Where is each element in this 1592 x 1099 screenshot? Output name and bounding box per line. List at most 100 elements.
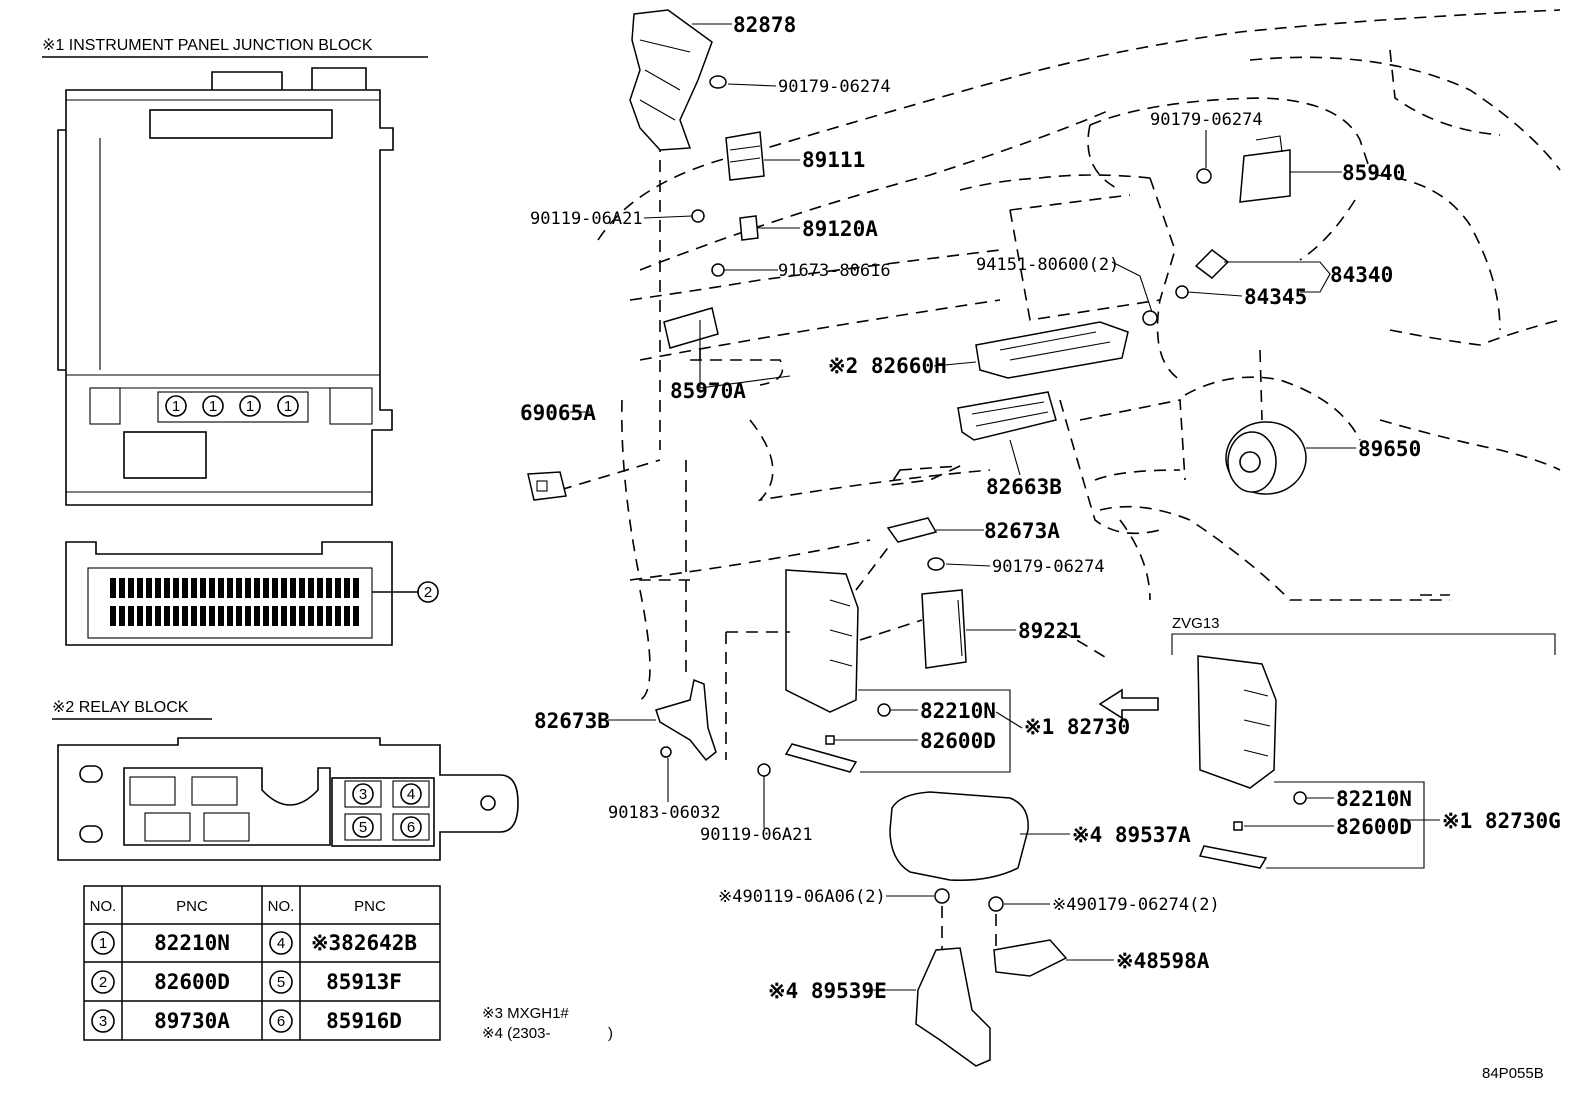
connector-marker-1c: 1: [239, 395, 261, 417]
part-89537a-shape: [889, 791, 1029, 881]
table-row: 3 89730A 6 85916D: [91, 1009, 402, 1033]
vent-slot: [173, 606, 179, 626]
label-89537a: ※4 89537A: [1072, 823, 1191, 847]
svg-text:82210N: 82210N: [154, 931, 230, 955]
junction-block-section: ※1 INSTRUMENT PANEL JUNCTION BLOCK 1 1: [42, 37, 439, 646]
svg-text:85916D: 85916D: [326, 1009, 402, 1033]
relay-marker-3: 3: [344, 780, 382, 808]
label-90179-06274-bottom: ※490179-06274(2): [1052, 895, 1220, 915]
table-header-pnc-1: PNC: [176, 898, 208, 915]
vent-slot: [335, 578, 341, 598]
junction-block-title: ※1 INSTRUMENT PANEL JUNCTION BLOCK: [42, 37, 373, 54]
svg-text:1: 1: [284, 398, 292, 415]
svg-text:※382642B: ※382642B: [311, 931, 417, 955]
vent-slot: [281, 606, 287, 626]
label-90119-06a06: ※490119-06A06(2): [718, 887, 886, 907]
label-8598a: ※48598A: [1116, 949, 1210, 973]
relay-marker-6: 6: [392, 813, 430, 841]
relay-marker-5: 5: [344, 813, 382, 841]
vent-slot: [209, 578, 215, 598]
vent-slot: [155, 606, 161, 626]
vent-slot: [110, 606, 116, 626]
vent-slot: [146, 606, 152, 626]
part-89120a-shape: [739, 215, 759, 241]
vent-slot: [344, 606, 350, 626]
relay-marker-4: 4: [392, 780, 430, 808]
label-82730: ※1 82730: [1024, 715, 1130, 739]
part-85940-shape: [1239, 135, 1291, 203]
side-marker-2: 2: [424, 584, 432, 601]
vent-slot: [236, 606, 242, 626]
part-82673a-shape: [886, 517, 938, 543]
svg-text:6: 6: [277, 1013, 285, 1030]
note-3: ※3 MXGH1#: [482, 1005, 569, 1022]
pnc-table: NO. PNC NO. PNC 1 82210N 4 ※382642B 2 82…: [83, 885, 441, 1041]
part-82600d-plate-shape: [784, 743, 858, 773]
label-82673b: 82673B: [534, 709, 610, 733]
vent-slot: [227, 578, 233, 598]
label-84345: 84345: [1244, 285, 1307, 309]
part-82878-shape: [629, 9, 713, 151]
table-header-no-1: NO.: [90, 898, 117, 915]
svg-text:4: 4: [277, 935, 285, 952]
label-82663b: 82663B: [986, 475, 1062, 499]
part-89539e-shape: [915, 947, 991, 1067]
part-82730g-shape: [1197, 655, 1277, 789]
label-90183-06032: 90183-06032: [608, 803, 721, 823]
vent-slot: [200, 606, 206, 626]
label-84340: 84340: [1330, 263, 1393, 287]
vent-slot: [317, 578, 323, 598]
label-89221: 89221: [1018, 619, 1081, 643]
leader-lines: [570, 23, 1556, 991]
table-row: 1 82210N 4 ※382642B: [91, 931, 417, 955]
svg-text:1: 1: [246, 398, 254, 415]
label-82600d: 82600D: [920, 729, 996, 753]
vent-slot: [335, 606, 341, 626]
label-82878: 82878: [733, 13, 796, 37]
vent-slot: [353, 606, 359, 626]
vent-slot: [128, 606, 134, 626]
svg-text:3: 3: [359, 786, 367, 803]
label-90179-06274-right: 90179-06274: [1150, 110, 1263, 130]
part-69065a-shape: [527, 471, 567, 501]
label-90119-06a21-bottom: 90119-06A21: [700, 825, 813, 845]
label-85970a: 85970A: [670, 379, 746, 403]
junction-block-drawing: [57, 67, 394, 506]
part-82730-shape: [785, 569, 859, 713]
relay-block-title: ※2 RELAY BLOCK: [52, 699, 189, 716]
vent-slot: [272, 606, 278, 626]
svg-text:4: 4: [407, 786, 415, 803]
label-69065a: 69065A: [520, 401, 596, 425]
part-82663b-shape: [957, 391, 1057, 441]
svg-text:85913F: 85913F: [326, 970, 402, 994]
vent-slot: [299, 578, 305, 598]
label-82660h: ※2 82660H: [828, 354, 947, 378]
vent-slot: [236, 578, 242, 598]
svg-text:1: 1: [209, 398, 217, 415]
vent-slot: [326, 578, 332, 598]
vent-slot: [317, 606, 323, 626]
vent-slot: [128, 578, 134, 598]
label-91673-80616: 91673-80616: [778, 261, 891, 281]
label-90119-06a21-top: 90119-06A21: [530, 209, 643, 229]
vent-slot: [182, 578, 188, 598]
vent-slot: [245, 606, 251, 626]
vent-slot: [227, 606, 233, 626]
vent-slot: [290, 606, 296, 626]
connector-marker-1a: 1: [165, 395, 187, 417]
label-zvg13: ZVG13: [1172, 615, 1220, 632]
svg-text:1: 1: [172, 398, 180, 415]
label-89120a: 89120A: [802, 217, 878, 241]
vent-slot: [164, 578, 170, 598]
vent-slot: [353, 578, 359, 598]
note-4-close: ): [608, 1025, 613, 1042]
vent-slot: [137, 578, 143, 598]
vent-slot: [155, 578, 161, 598]
part-89221-shape: [921, 589, 967, 669]
vent-slot: [191, 578, 197, 598]
vent-slot: [119, 578, 125, 598]
part-89650-shape: [1225, 421, 1307, 495]
vent-slot: [299, 606, 305, 626]
svg-text:1: 1: [99, 935, 107, 952]
